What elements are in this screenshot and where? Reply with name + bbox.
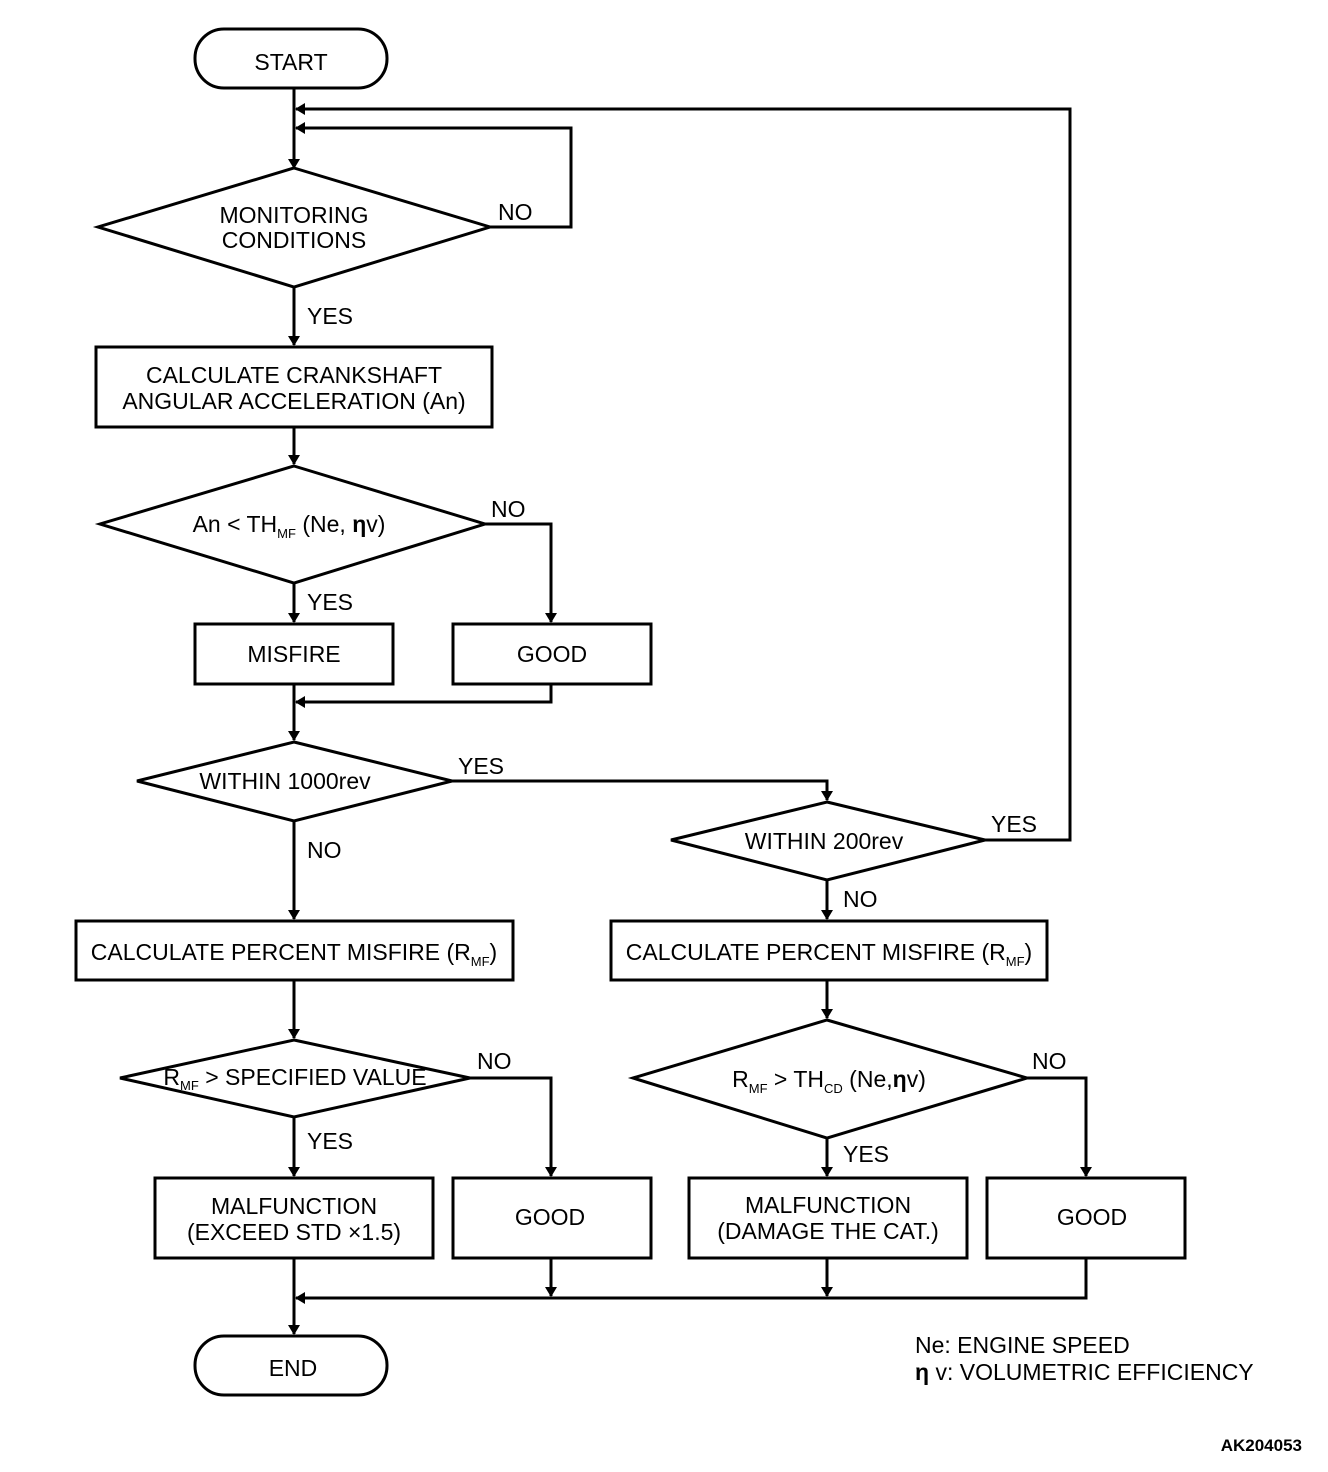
- calc-pct-post-left: ): [490, 939, 498, 965]
- connectors: [288, 88, 1092, 1335]
- malfunction-cat-line-1: MALFUNCTION: [745, 1192, 911, 1218]
- malfunction-std-line-2: (EXCEED STD ×1.5): [187, 1219, 401, 1245]
- calc-pct-sub-left: MF: [471, 954, 490, 969]
- good-label-3: GOOD: [1057, 1204, 1127, 1230]
- legend-eta: η v: VOLUMETRIC EFFICIENCY: [915, 1359, 1254, 1385]
- rmf-thcd-decision: RMF > THCD (Ne,ηv): [627, 1018, 1033, 1140]
- good-label-2: GOOD: [515, 1204, 585, 1230]
- an-post: (Ne,: [296, 511, 352, 537]
- rmf-th-post: (Ne,: [843, 1066, 893, 1092]
- malfunction-std-line-1: MALFUNCTION: [211, 1193, 377, 1219]
- within-1000-label: WITHIN 1000rev: [199, 768, 371, 794]
- an-v: v): [366, 511, 385, 537]
- start-label: START: [254, 49, 327, 75]
- within-200-no-label: NO: [843, 886, 878, 912]
- monitoring-conditions-decision: MONITORING CONDITIONS: [92, 166, 496, 289]
- start-terminal: START: [193, 27, 389, 90]
- legend: Ne: ENGINE SPEED η v: VOLUMETRIC EFFICIE…: [915, 1332, 1254, 1385]
- good-box-3: GOOD: [985, 1176, 1187, 1260]
- rmf-th-sub2: CD: [824, 1081, 843, 1096]
- rmf-th-eta: η: [893, 1066, 907, 1092]
- rmf-specified-value-decision: RMF > SPECIFIED VALUE: [119, 1038, 471, 1119]
- rmf-th-mid: > TH: [768, 1066, 824, 1092]
- eta-symbol: η: [352, 511, 366, 537]
- legend-eta-symbol: η: [915, 1359, 929, 1385]
- rmf-spec-sub: MF: [180, 1078, 199, 1093]
- calc-pct-label-left: CALCULATE PERCENT MISFIRE (RMF): [91, 939, 497, 969]
- an-no-label: NO: [491, 496, 526, 522]
- malfunction-damage-cat-box: MALFUNCTION (DAMAGE THE CAT.): [687, 1176, 969, 1260]
- rmf-th-pre: R: [732, 1066, 749, 1092]
- monitoring-line-2: CONDITIONS: [222, 227, 366, 253]
- calc-pct-pre-right: CALCULATE PERCENT MISFIRE (R: [626, 939, 1006, 965]
- end-label: END: [269, 1355, 318, 1381]
- an-threshold-label: An < THMF (Ne, ηv): [193, 511, 386, 541]
- calc-pct-pre-left: CALCULATE PERCENT MISFIRE (R: [91, 939, 471, 965]
- within-1000-no-label: NO: [307, 837, 342, 863]
- malfunction-cat-line-2: (DAMAGE THE CAT.): [717, 1218, 939, 1244]
- monitoring-line-1: MONITORING: [219, 202, 368, 228]
- an-sub: MF: [277, 526, 296, 541]
- rmf-th-yes-label: YES: [843, 1141, 889, 1167]
- within-1000rev-decision: WITHIN 1000rev: [136, 740, 453, 823]
- within-200rev-decision: WITHIN 200rev: [670, 800, 986, 882]
- good-box-1: GOOD: [451, 622, 653, 686]
- calculate-crankshaft-box: CALCULATE CRANKSHAFT ANGULAR ACCELERATIO…: [94, 345, 494, 429]
- reference-code: AK204053: [1221, 1436, 1302, 1455]
- an-threshold-decision: An < THMF (Ne, ηv): [94, 464, 491, 585]
- monitoring-no-label: NO: [498, 199, 533, 225]
- rmf-spec-no-label: NO: [477, 1048, 512, 1074]
- calc-accel-line-1: CALCULATE CRANKSHAFT: [146, 362, 442, 388]
- calc-accel-line-2: ANGULAR ACCELERATION (An): [122, 388, 465, 414]
- rmf-spec-pre: R: [163, 1064, 180, 1090]
- rmf-th-sub1: MF: [749, 1081, 768, 1096]
- calc-pct-post-right: ): [1025, 939, 1033, 965]
- rmf-th-label: RMF > THCD (Ne,ηv): [732, 1066, 926, 1096]
- rmf-spec-yes-label: YES: [307, 1128, 353, 1154]
- calc-pct-label-right: CALCULATE PERCENT MISFIRE (RMF): [626, 939, 1032, 969]
- malfunction-exceed-std-box: MALFUNCTION (EXCEED STD ×1.5): [153, 1176, 435, 1260]
- rmf-th-v: v): [907, 1066, 926, 1092]
- an-pre: An < TH: [193, 511, 278, 537]
- within-200-yes-label: YES: [991, 811, 1037, 837]
- end-terminal: END: [193, 1334, 389, 1397]
- misfire-label: MISFIRE: [247, 641, 340, 667]
- calculate-percent-misfire-box-left: CALCULATE PERCENT MISFIRE (RMF): [74, 919, 515, 982]
- rmf-spec-label: RMF > SPECIFIED VALUE: [163, 1064, 426, 1093]
- within-1000-yes-label: YES: [458, 753, 504, 779]
- good-label-1: GOOD: [517, 641, 587, 667]
- legend-eta-text: v: VOLUMETRIC EFFICIENCY: [929, 1359, 1254, 1385]
- rmf-spec-post: > SPECIFIED VALUE: [199, 1064, 427, 1090]
- within-200-label: WITHIN 200rev: [745, 828, 904, 854]
- calc-pct-sub-right: MF: [1006, 954, 1025, 969]
- rmf-th-no-label: NO: [1032, 1048, 1067, 1074]
- monitoring-yes-label: YES: [307, 303, 353, 329]
- an-yes-label: YES: [307, 589, 353, 615]
- calculate-percent-misfire-box-right: CALCULATE PERCENT MISFIRE (RMF): [609, 919, 1049, 982]
- good-box-2: GOOD: [451, 1176, 653, 1260]
- misfire-box: MISFIRE: [193, 622, 395, 686]
- legend-ne: Ne: ENGINE SPEED: [915, 1332, 1130, 1358]
